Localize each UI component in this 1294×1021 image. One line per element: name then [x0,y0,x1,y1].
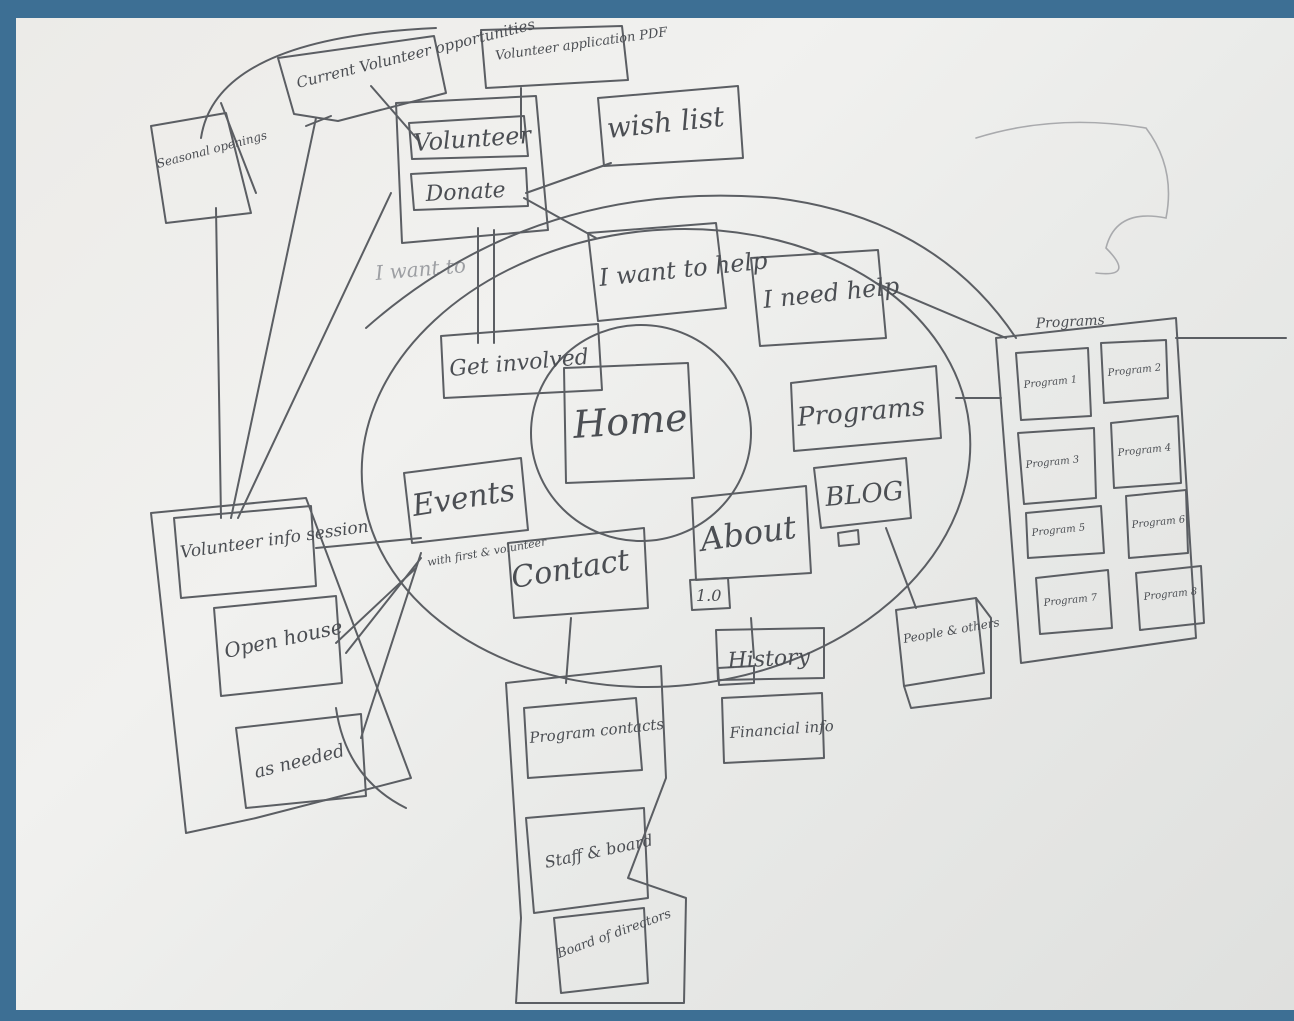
get-involved-label: Get involved [448,345,590,382]
board-of-directors-label: Board of directors [554,906,673,962]
arc-top [365,194,1017,339]
programs-label: Programs [795,392,926,433]
i-need-help-label: I need help [761,272,901,314]
program-contacts-label: Program contacts [528,715,666,747]
box-i-need-help [750,249,887,347]
connectors [215,85,1287,739]
events-label: Events [409,473,518,524]
volunteer-label: Volunteer [412,121,533,157]
main-ellipse [360,228,972,688]
as-needed-label: as needed [252,740,347,783]
box-wish-list [597,85,744,167]
box-get-involved [440,323,603,399]
box-blog [813,457,912,547]
box-about [689,485,812,611]
box-home [563,362,695,484]
events-column [150,497,412,834]
home-label: Home [571,395,689,447]
history-label: History [726,645,811,674]
home-circle [530,324,752,542]
arc-left [200,27,437,139]
box-current-volunteer [277,35,447,122]
box-contact [507,527,649,619]
open-house-label: Open house [222,614,345,662]
program-item-1: Program 1 [1022,374,1078,391]
blog-column [895,597,992,709]
faint-scribble [975,121,1170,275]
blog-label: BLOG [823,476,905,513]
programs-panel-title: Programs [1034,312,1105,332]
about-badge-label: 1.0 [696,586,721,605]
donate-label: Donate [424,178,506,207]
staff-board-label: Staff & board [543,830,655,871]
box-volunteer-application [480,25,629,89]
seasonal-openings-label: Seasonal openings [155,128,268,171]
volunteer-info-session-label: Volunteer info session [179,517,370,563]
faint-text: I want to [373,253,466,285]
box-seasonal [150,102,257,224]
wish-list-label: wish list [605,100,726,145]
program-item-4: Program 4 [1116,442,1172,459]
contact-column [505,665,687,1004]
box-events [403,457,529,544]
box-volunteer-donate-stack [395,95,549,244]
program-item-7: Program 7 [1042,592,1098,609]
financial-info-label: Financial info [728,717,834,742]
i-want-to-help-label: I want to help [597,246,769,292]
program-item-6: Program 6 [1130,514,1186,531]
box-i-want-to-help [587,222,727,322]
sitemap-sketch: I want to [150,18,1287,1004]
sketch-paper: I want to [16,18,1294,1010]
arc-lower-left [335,707,407,809]
programs-panel [995,317,1205,664]
program-item-8: Program 8 [1142,586,1198,603]
about-column [715,627,825,764]
program-item-5: Program 5 [1030,522,1086,539]
program-item-3: Program 3 [1024,454,1080,471]
box-programs [790,365,942,452]
program-item-2: Program 2 [1106,362,1162,379]
people-others-label: People & others [901,615,1001,646]
